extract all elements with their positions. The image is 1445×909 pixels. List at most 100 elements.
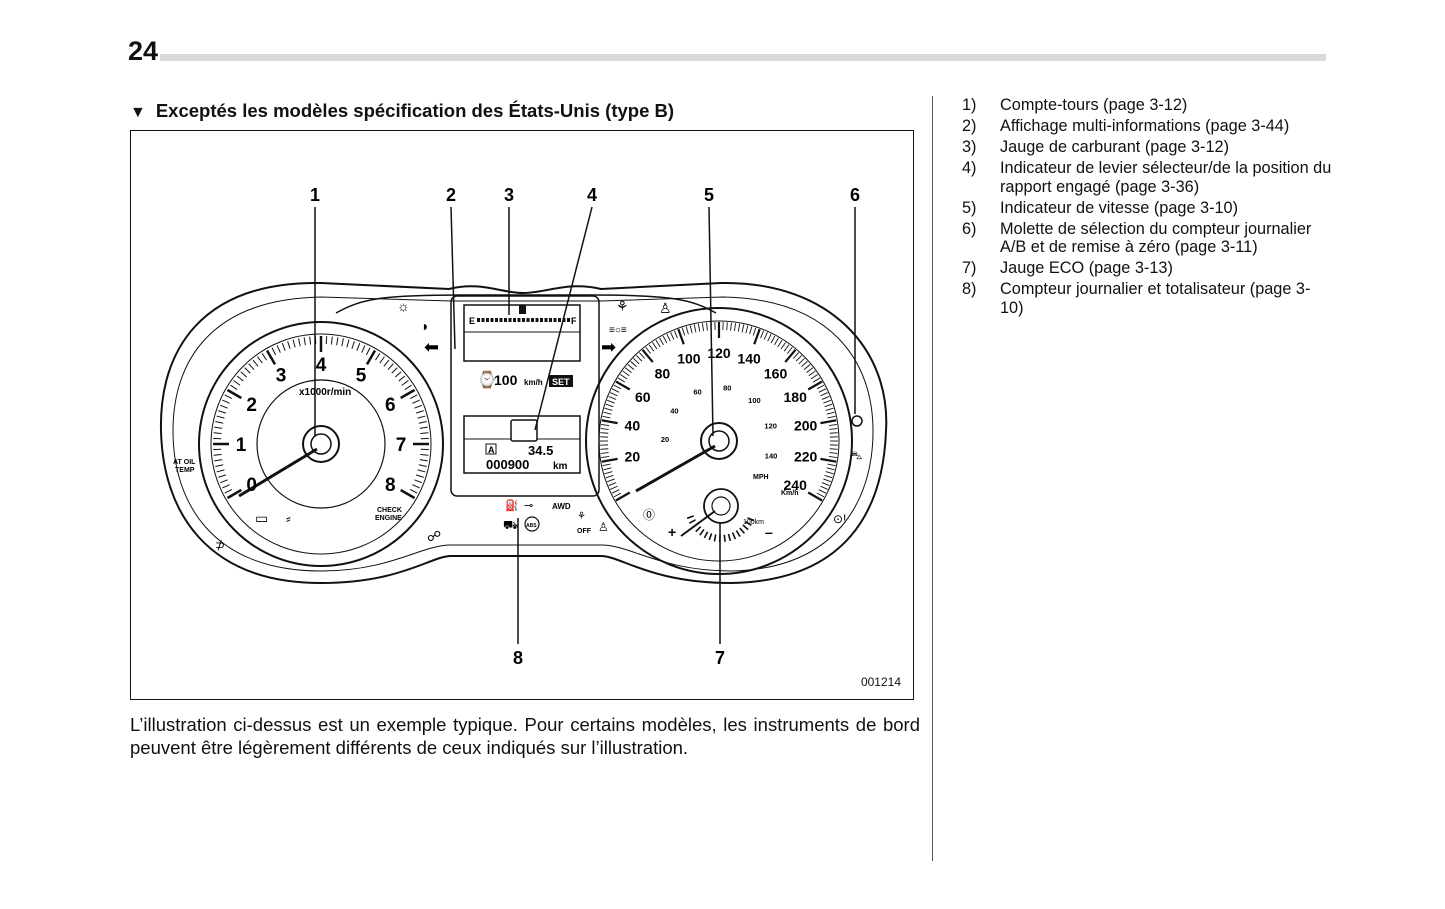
speedometer-tick (820, 392, 828, 397)
tachometer-tick (365, 347, 371, 356)
section-marker-icon: ▼ (130, 104, 146, 121)
seatbelt-icon: ♙ (598, 520, 609, 534)
legend-item: 7)Jauge ECO (page 3-13) (962, 259, 1332, 278)
speedometer-kmh-number: 40 (625, 418, 641, 434)
speedometer-tick (620, 374, 628, 380)
eco-gauge-tick (731, 532, 737, 540)
speedometer-tick (603, 411, 612, 415)
speedometer-tick (611, 388, 620, 393)
speedometer-tick (602, 415, 611, 419)
speedometer-tick (825, 471, 834, 475)
vehicle-dynamics-icon: ⚘ (616, 298, 629, 314)
brake-warning-icon: ⓪ (643, 508, 655, 522)
oil-pressure-icon: ⊸ (524, 500, 533, 512)
coolant-temp-icon: ⸗ (286, 510, 291, 526)
eco-gauge-tick (695, 526, 702, 533)
legend-text: Jauge ECO (page 3-13) (1000, 259, 1173, 277)
kmh-label: Km/h (781, 490, 799, 497)
section-heading-text: Exceptés les modèles spécification des É… (155, 100, 675, 121)
tachometer-tick (336, 337, 339, 346)
left-turn-signal-icon: ⬅ (424, 337, 439, 357)
tachometer-tick (303, 337, 306, 346)
tachometer-tick (361, 345, 366, 353)
tachometer-tick (224, 394, 233, 400)
tachometer-tick (214, 459, 223, 462)
at-oil-temp-label-2: TEMP (175, 467, 195, 474)
speedometer-tick (801, 361, 808, 368)
speedometer-tick (641, 349, 654, 363)
speedometer-tick (677, 328, 685, 345)
speedometer-tick (826, 411, 835, 415)
speedometer-tick (639, 352, 646, 359)
speedometer-tick (611, 489, 620, 494)
eco-gauge-tick (727, 533, 732, 541)
tachometer-tick (387, 363, 394, 371)
speedometer-tick (617, 377, 626, 383)
speedometer-tick (726, 322, 728, 331)
cruise-control-icon: ⌚ (477, 370, 497, 389)
callout-label: 1 (310, 185, 320, 205)
cruise-speed-value: 100 (494, 372, 518, 388)
speedometer-tick (763, 332, 768, 340)
tachometer-tick (219, 479, 228, 484)
tachometer-tick (418, 464, 427, 467)
column-divider (932, 96, 933, 861)
speedometer-tick (600, 432, 609, 434)
speedometer-tick (820, 485, 828, 490)
eco-plus-label: + (668, 524, 676, 540)
tachometer-tick (271, 347, 277, 356)
eco-gauge-tick (686, 515, 695, 520)
eco-gauge-tick (723, 534, 726, 542)
eco-gauge-dial (703, 488, 739, 524)
eco-gauge-tick (745, 520, 752, 527)
speedometer-tick (624, 367, 632, 374)
speedometer-tick (752, 327, 757, 336)
odometer-value: 000900 (486, 457, 529, 472)
speedometer-tick (645, 346, 652, 354)
speedometer-tick (600, 428, 609, 430)
speedometer-tick (777, 339, 783, 348)
legend-item: 5)Indicateur de vitesse (page 3-10) (962, 199, 1332, 218)
tachometer-outer-ring (198, 321, 444, 567)
seatbelt-passenger-icon: ♙ (659, 300, 672, 316)
speedometer-tick (820, 457, 837, 463)
speedometer-tick (737, 323, 741, 332)
speedometer-tick (774, 337, 779, 346)
callout-label: 8 (513, 648, 523, 668)
speedometer-kmh-number: 140 (737, 350, 761, 366)
tachometer-ticks (213, 336, 429, 500)
speedometer-mph-number: 40 (670, 406, 678, 415)
page-number: 24 (128, 36, 159, 66)
trip-letter: A (488, 445, 495, 455)
tachometer-tick (309, 336, 312, 345)
speedometer-tick (741, 324, 745, 333)
tachometer-tick (222, 484, 230, 489)
tachometer-tick (226, 488, 242, 500)
speedometer-tick (792, 352, 799, 359)
tachometer-tick (415, 410, 424, 414)
cluster-top-bezel (335, 294, 717, 314)
tachometer-tick (409, 394, 418, 400)
speedometer-tick (786, 346, 793, 354)
speedometer-tick (601, 457, 618, 463)
tachometer-tick (213, 432, 222, 435)
speedometer-tick (608, 482, 617, 486)
speedometer-tick (613, 492, 622, 498)
tachometer-tick (215, 421, 224, 424)
tachometer-tick (341, 338, 344, 347)
speedometer-tick (829, 452, 838, 454)
tachometer-tick (346, 339, 350, 348)
speedometer-tick (829, 448, 838, 450)
vdc-off-icon: ⚘ (577, 511, 586, 522)
leader-line-4 (534, 206, 593, 431)
leader-line-5 (708, 206, 714, 437)
legend-number: 3) (962, 138, 977, 156)
speedometer-tick (818, 489, 827, 494)
headlight-leveling-icon: ⊅ (215, 538, 225, 552)
set-label: SET (552, 377, 570, 387)
speedometer-tick (784, 349, 797, 363)
tachometer-tick (419, 459, 428, 462)
fuel-full-label: F (571, 316, 577, 326)
